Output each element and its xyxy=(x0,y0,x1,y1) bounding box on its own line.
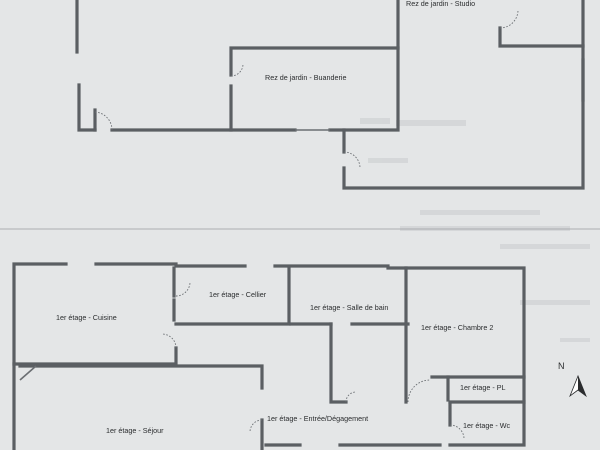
north-arrow-shade xyxy=(578,376,586,396)
first-floor-walls xyxy=(12,262,526,450)
room-label-chambre-2: 1er étage - Chambre 2 xyxy=(421,323,493,332)
ground-floor-walls xyxy=(75,0,585,190)
room-label-buanderie: Rez de jardin - Buanderie xyxy=(265,73,347,82)
ground-floor-labels: Rez de jardin - Studio Rez de jardin - B… xyxy=(265,0,475,82)
room-label-entree: 1er étage - Entrée/Dégagement xyxy=(267,414,368,423)
background-bleed xyxy=(360,118,590,342)
room-label-sejour: 1er étage - Séjour xyxy=(106,426,164,435)
ground-floor-doors xyxy=(94,9,519,169)
room-label-salle-de-bain: 1er étage - Salle de bain xyxy=(310,303,388,312)
room-label-studio: Rez de jardin - Studio xyxy=(406,0,475,8)
room-label-wc: 1er étage - Wc xyxy=(463,421,511,430)
first-floor-doors xyxy=(161,281,465,439)
north-arrow: N xyxy=(558,361,587,398)
first-floor-labels: 1er étage - Cuisine 1er étage - Cellier … xyxy=(56,290,511,435)
north-label: N xyxy=(558,361,565,371)
room-label-cuisine: 1er étage - Cuisine xyxy=(56,313,117,322)
room-label-cellier: 1er étage - Cellier xyxy=(209,290,267,299)
room-label-pl: 1er étage - PL xyxy=(460,383,506,392)
